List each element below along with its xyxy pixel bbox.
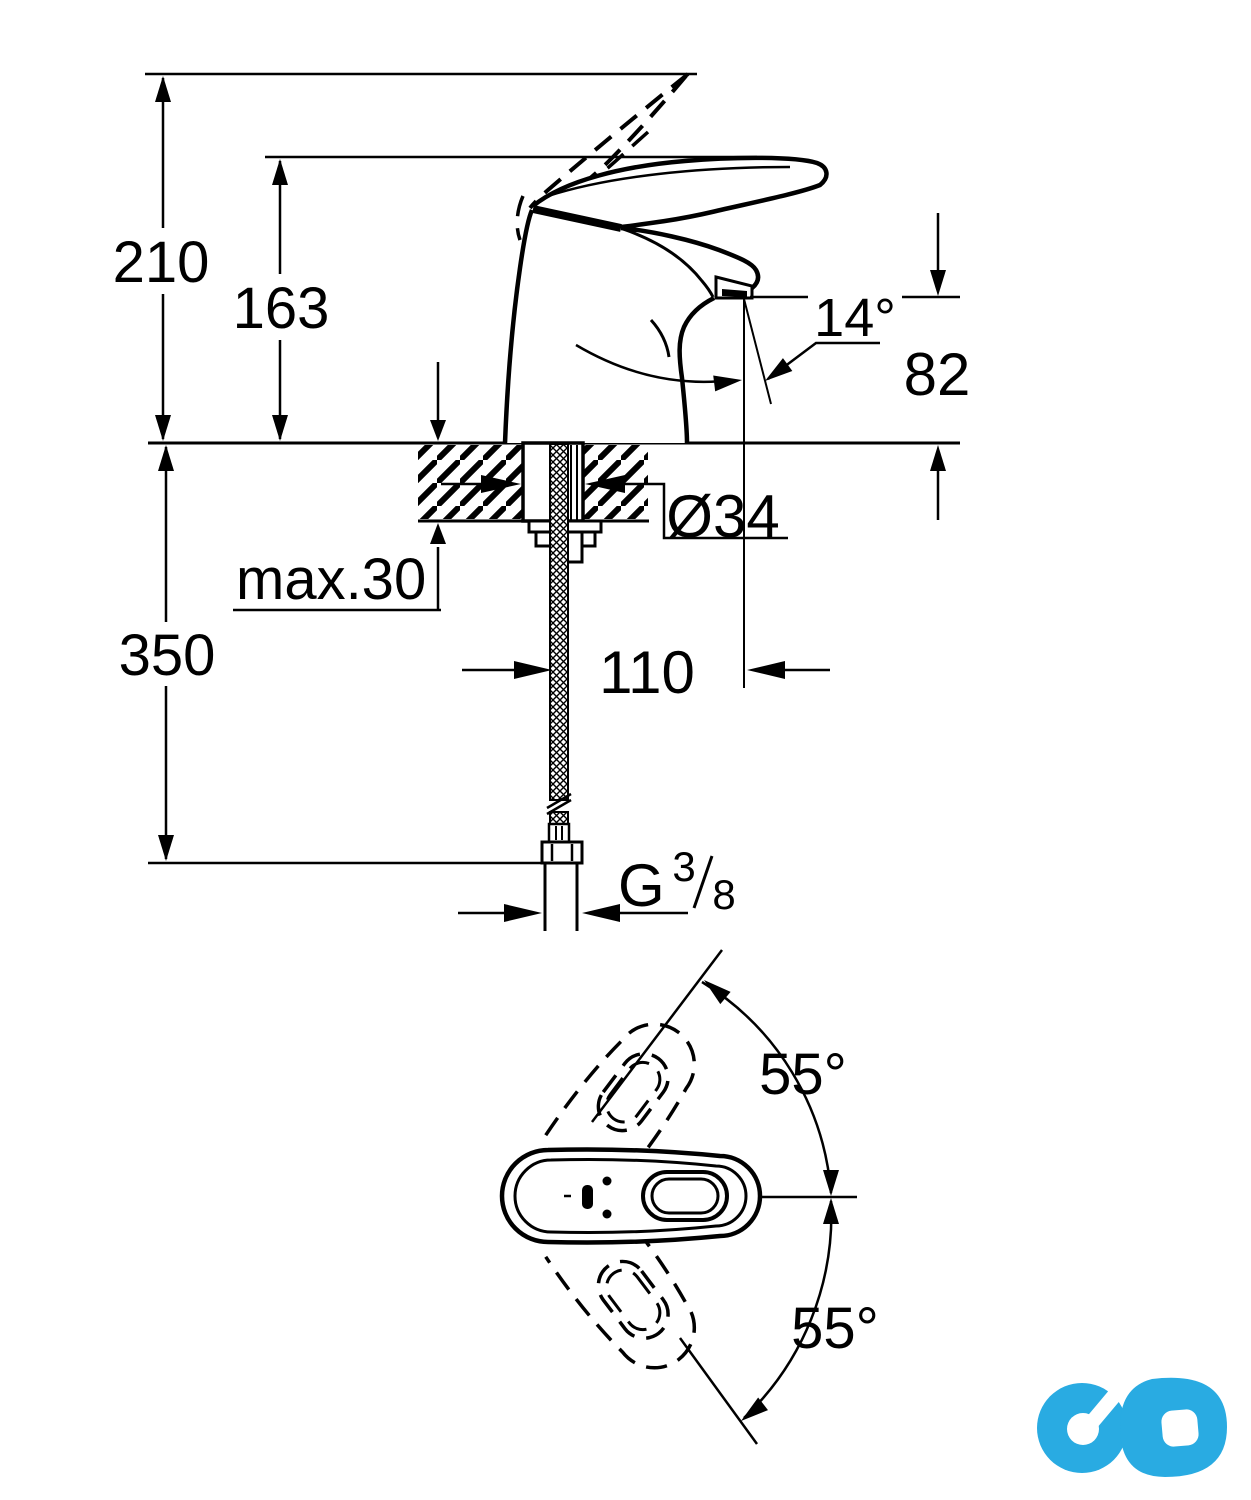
dim-163-label: 163 — [233, 276, 330, 341]
hose-nut — [540, 840, 584, 865]
handle-dot — [602, 1209, 612, 1219]
swivel-dimension: 55° 55° — [591, 949, 879, 1445]
faucet-body — [502, 209, 761, 444]
dim-55-upper-label: 55° — [759, 1042, 847, 1107]
dim-110-label: 110 — [599, 639, 695, 706]
faucet-lever — [531, 155, 829, 232]
supply-hose — [540, 443, 584, 931]
lower-55-ray — [678, 1337, 759, 1445]
angle-reference-line — [743, 298, 772, 405]
dim-82-label: 82 — [904, 341, 971, 408]
dim-14deg-label: 14° — [814, 288, 896, 348]
dimension-thread: G 3 8 — [458, 843, 736, 922]
logo-right-hole — [1161, 1409, 1199, 1447]
body-left-edge — [502, 209, 535, 444]
thread-denominator: 8 — [712, 871, 735, 918]
dimension-deck-thickness: max.30 — [233, 362, 446, 612]
spout-top-edge — [620, 225, 761, 294]
handle-loop-inner — [650, 1177, 720, 1215]
dimension-hose-drop: 350 — [119, 445, 216, 861]
logo-gap — [1084, 1370, 1137, 1430]
body-right-edge — [677, 295, 716, 444]
ghost-handle-lower — [544, 1202, 697, 1370]
handle-loop-outer — [641, 1170, 729, 1222]
body-accent-line — [649, 318, 671, 358]
side-view: 210 163 350 max.30 — [113, 72, 970, 931]
lever-inner-line — [547, 165, 791, 198]
dimension-spout-angle: 14° — [575, 288, 896, 405]
store-logo — [1037, 1370, 1227, 1477]
dim-d34-label: Ø34 — [666, 483, 779, 550]
upper-55-ray — [591, 949, 723, 1123]
hose-ferrule — [547, 822, 571, 844]
handle-dot — [602, 1176, 612, 1186]
lever-joint — [532, 205, 622, 232]
dim-210-label: 210 — [113, 230, 210, 295]
logo-left-hole — [1067, 1413, 1099, 1445]
hose-break-mark — [546, 792, 572, 810]
dim-max30-label: max.30 — [236, 547, 426, 612]
dim-350-label: 350 — [119, 623, 216, 688]
thread-G-label: G — [618, 852, 665, 919]
hose-braid — [549, 443, 569, 801]
dimension-reach: 110 — [462, 299, 830, 706]
dimension-lever-height: 163 — [233, 159, 330, 441]
body-blend-line — [622, 227, 715, 298]
top-view: 55° 55° — [499, 949, 879, 1445]
thread-numerator: 3 — [672, 843, 695, 890]
ghost-handle-upper — [544, 1022, 697, 1190]
handle-plan-view — [499, 1147, 763, 1245]
dimension-outlet-height: 82 — [750, 213, 970, 520]
dimension-total-height: 210 — [113, 76, 210, 441]
dim-55-lower-label: 55° — [791, 1296, 879, 1361]
aerator-outlet-slot — [722, 289, 747, 297]
handle-logo-mark — [582, 1185, 593, 1209]
dimension-shank-diameter: Ø34 — [441, 475, 788, 550]
fraction-slash — [692, 855, 714, 909]
